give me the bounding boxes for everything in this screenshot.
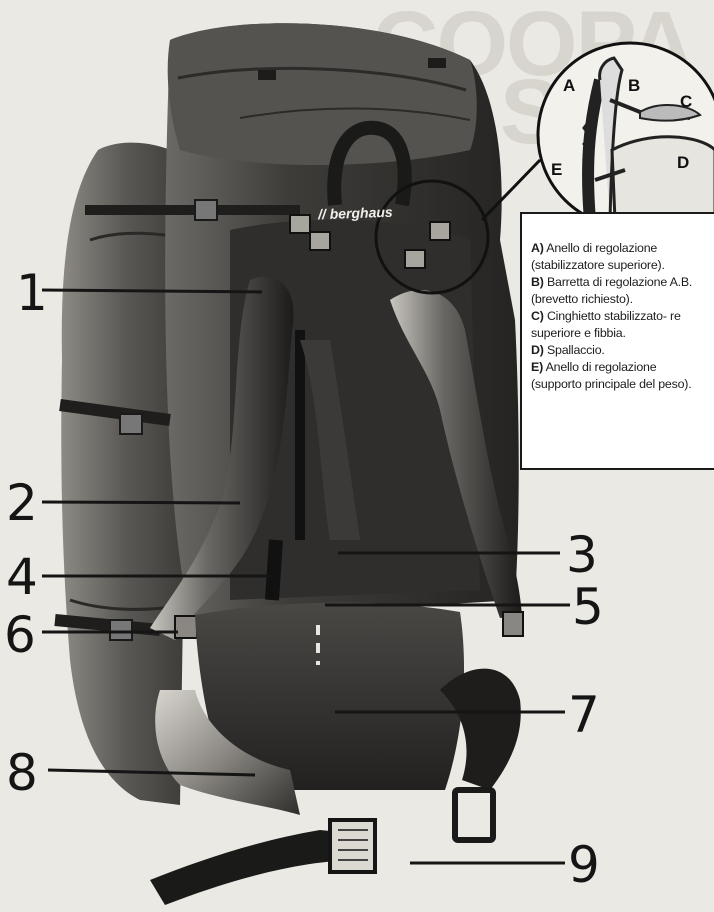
callout-line-2	[42, 502, 240, 503]
callout-9: 9	[568, 840, 600, 890]
detail-letter-b: B	[628, 76, 640, 96]
callout-3: 3	[566, 530, 598, 580]
callout-2: 2	[6, 478, 38, 528]
callout-8: 8	[6, 748, 38, 798]
callout-1: 1	[16, 268, 48, 318]
detail-letter-c: C	[680, 92, 692, 112]
callout-5: 5	[572, 582, 604, 632]
legend-entry-d: D) Spallaccio.	[531, 342, 708, 359]
detail-letter-d: D	[677, 153, 689, 173]
legend-entry-c: C) Cinghietto stabilizzato- re superiore…	[531, 308, 708, 342]
legend-entry-b: B) Barretta di regolazione A.B. (brevett…	[531, 274, 708, 308]
callout-4: 4	[6, 552, 38, 602]
callout-line-1	[42, 290, 262, 292]
detail-letter-a: A	[563, 76, 575, 96]
callout-6: 6	[4, 610, 36, 660]
lid	[168, 23, 477, 165]
detail-letter-e: E	[551, 160, 562, 180]
legend-box: A) Anello di regolazione (stabilizzatore…	[520, 212, 714, 470]
legend-entry-e: E) Anello di regolazione (supporto princ…	[531, 359, 708, 393]
brand-label: // berghaus	[318, 204, 393, 223]
legend-entry-a: A) Anello di regolazione (stabilizzatore…	[531, 240, 708, 274]
callout-7: 7	[568, 690, 600, 740]
